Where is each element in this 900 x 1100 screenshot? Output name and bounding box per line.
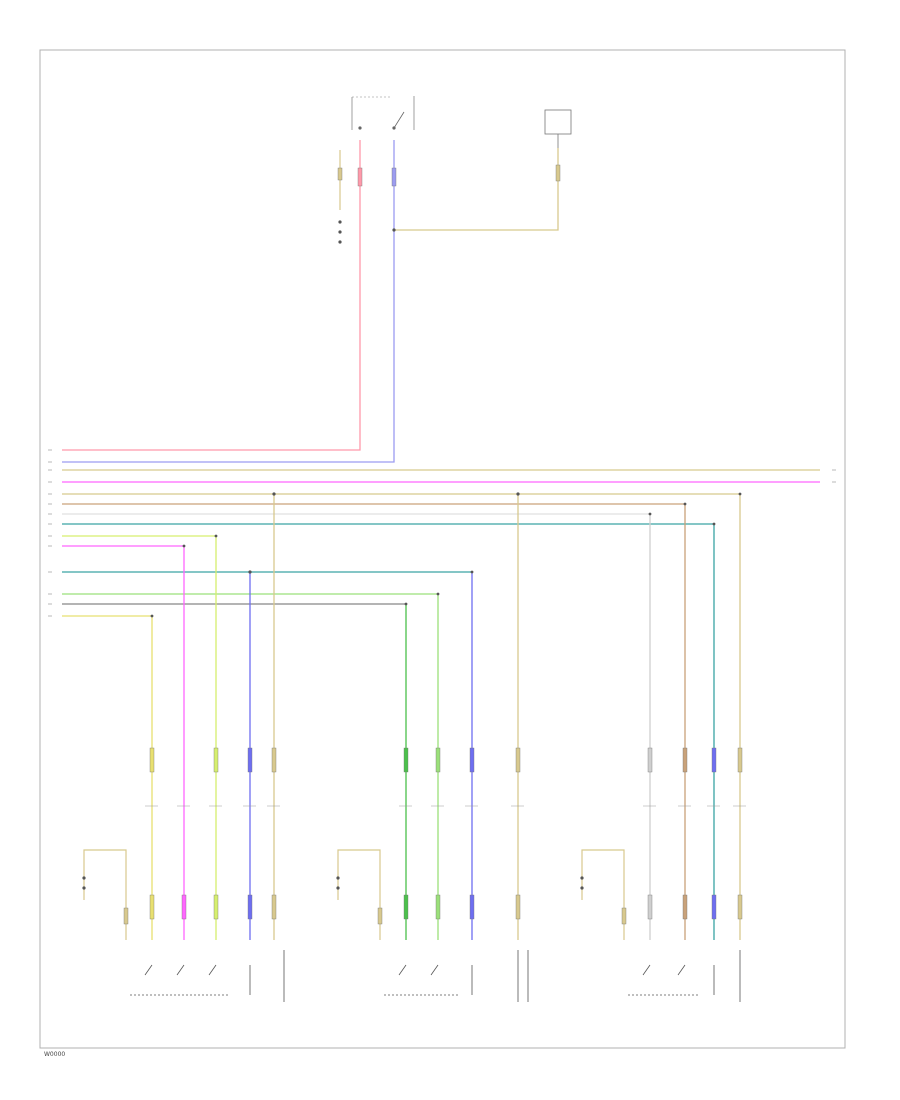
- diagram-frame: [39, 49, 846, 1049]
- bus-junctions: [150, 492, 742, 618]
- figure-id: W0000: [44, 1051, 65, 1058]
- top-switch-component: [351, 96, 415, 130]
- violet-wire: [62, 140, 397, 463]
- middle-group-wires: [336, 492, 529, 1002]
- tan-link-wire: [392, 148, 561, 232]
- bus-lines: [62, 469, 820, 617]
- left-group-wires: [82, 492, 285, 1002]
- pink-wire: [62, 140, 363, 451]
- right-group-wires: [580, 494, 746, 1002]
- left-pin-ticks: [48, 449, 836, 617]
- left-top-drop: [337, 150, 343, 244]
- top-right-box-component: [544, 109, 572, 148]
